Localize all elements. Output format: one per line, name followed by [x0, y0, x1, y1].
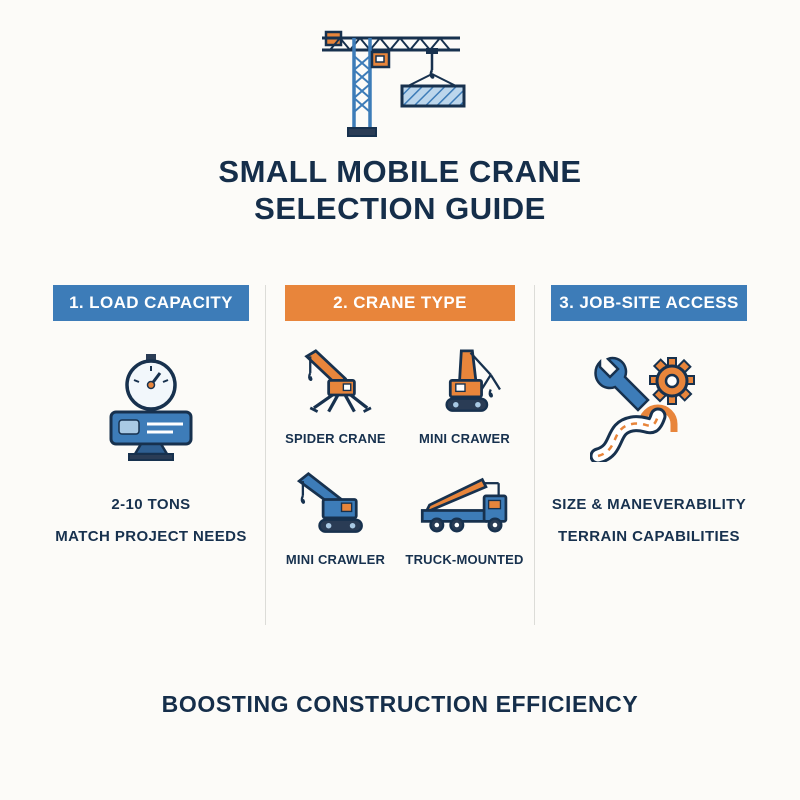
crane-type-header: 2. CRANE TYPE [284, 285, 516, 322]
tower-crane-lifting-beam-icon [322, 30, 466, 137]
load-gauge-icon [109, 354, 193, 462]
load-capacity-line-1: 2-10 TONS [111, 496, 191, 514]
selection-columns: 1. LOAD CAPACITY [37, 285, 763, 626]
load-capacity-text: 2-10 TONS MATCH PROJECT NEEDS [55, 489, 247, 552]
title-line-1: SMALL MOBILE CRANE [218, 154, 582, 189]
spider-crane-icon [303, 349, 372, 413]
column-job-site-access: 3. JOB-SITE ACCESS [535, 285, 763, 625]
site-access-icon-wrap [590, 349, 708, 467]
mini-crawler-blue-crane-icon [296, 472, 363, 533]
site-access-tools-road-icon [590, 356, 695, 463]
crane-type-mini-crawler: MINI CRAWLER [276, 464, 395, 567]
page-title: SMALL MOBILE CRANE SELECTION GUIDE [0, 154, 800, 227]
mini-crawler-blue-crane-icon-box [290, 464, 382, 542]
mini-crawler-crane-icon-box [419, 343, 511, 421]
load-capacity-header: 1. LOAD CAPACITY [52, 285, 250, 322]
mini-crawler-crane-icon [444, 349, 501, 412]
mini-crawer-label: MINI CRAWER [418, 431, 511, 447]
truck-mounted-label: TRUCK-MOUNTED [405, 552, 524, 568]
job-site-access-line-2: TERRAIN CAPABILITIES [558, 527, 740, 545]
load-gauge-icon-wrap [99, 349, 203, 467]
spider-crane-label: SPIDER CRANE [285, 431, 386, 447]
crane-type-mini-crawer: MINI CRAWER [405, 343, 524, 446]
hero-illustration [0, 0, 800, 137]
wrench-icon [594, 356, 650, 412]
job-site-access-header: 3. JOB-SITE ACCESS [550, 285, 748, 322]
title-line-2: SELECTION GUIDE [254, 190, 546, 226]
mini-crawler-label: MINI CRAWLER [285, 552, 386, 568]
truck-mounted-crane-icon-box [415, 464, 515, 542]
footer: BOOSTING CONSTRUCTION EFFICIENCY [0, 691, 800, 718]
load-capacity-line-2: MATCH PROJECT NEEDS [55, 527, 247, 545]
crane-type-grid: SPIDER CRANE [266, 343, 534, 567]
crane-type-truck-mounted: TRUCK-MOUNTED [405, 464, 524, 567]
column-crane-type: 2. CRANE TYPE [265, 285, 535, 626]
job-site-access-text: SIZE & MANEVERABILITY TERRAIN CAPABILITI… [552, 489, 746, 552]
gear-icon [649, 357, 695, 406]
spider-crane-icon-box [290, 343, 382, 421]
crane-type-spider: SPIDER CRANE [276, 343, 395, 446]
truck-mounted-crane-icon [420, 477, 507, 533]
column-load-capacity: 1. LOAD CAPACITY [37, 285, 265, 625]
footer-text: BOOSTING CONSTRUCTION EFFICIENCY [161, 691, 639, 718]
job-site-access-line-1: SIZE & MANEVERABILITY [551, 496, 747, 514]
